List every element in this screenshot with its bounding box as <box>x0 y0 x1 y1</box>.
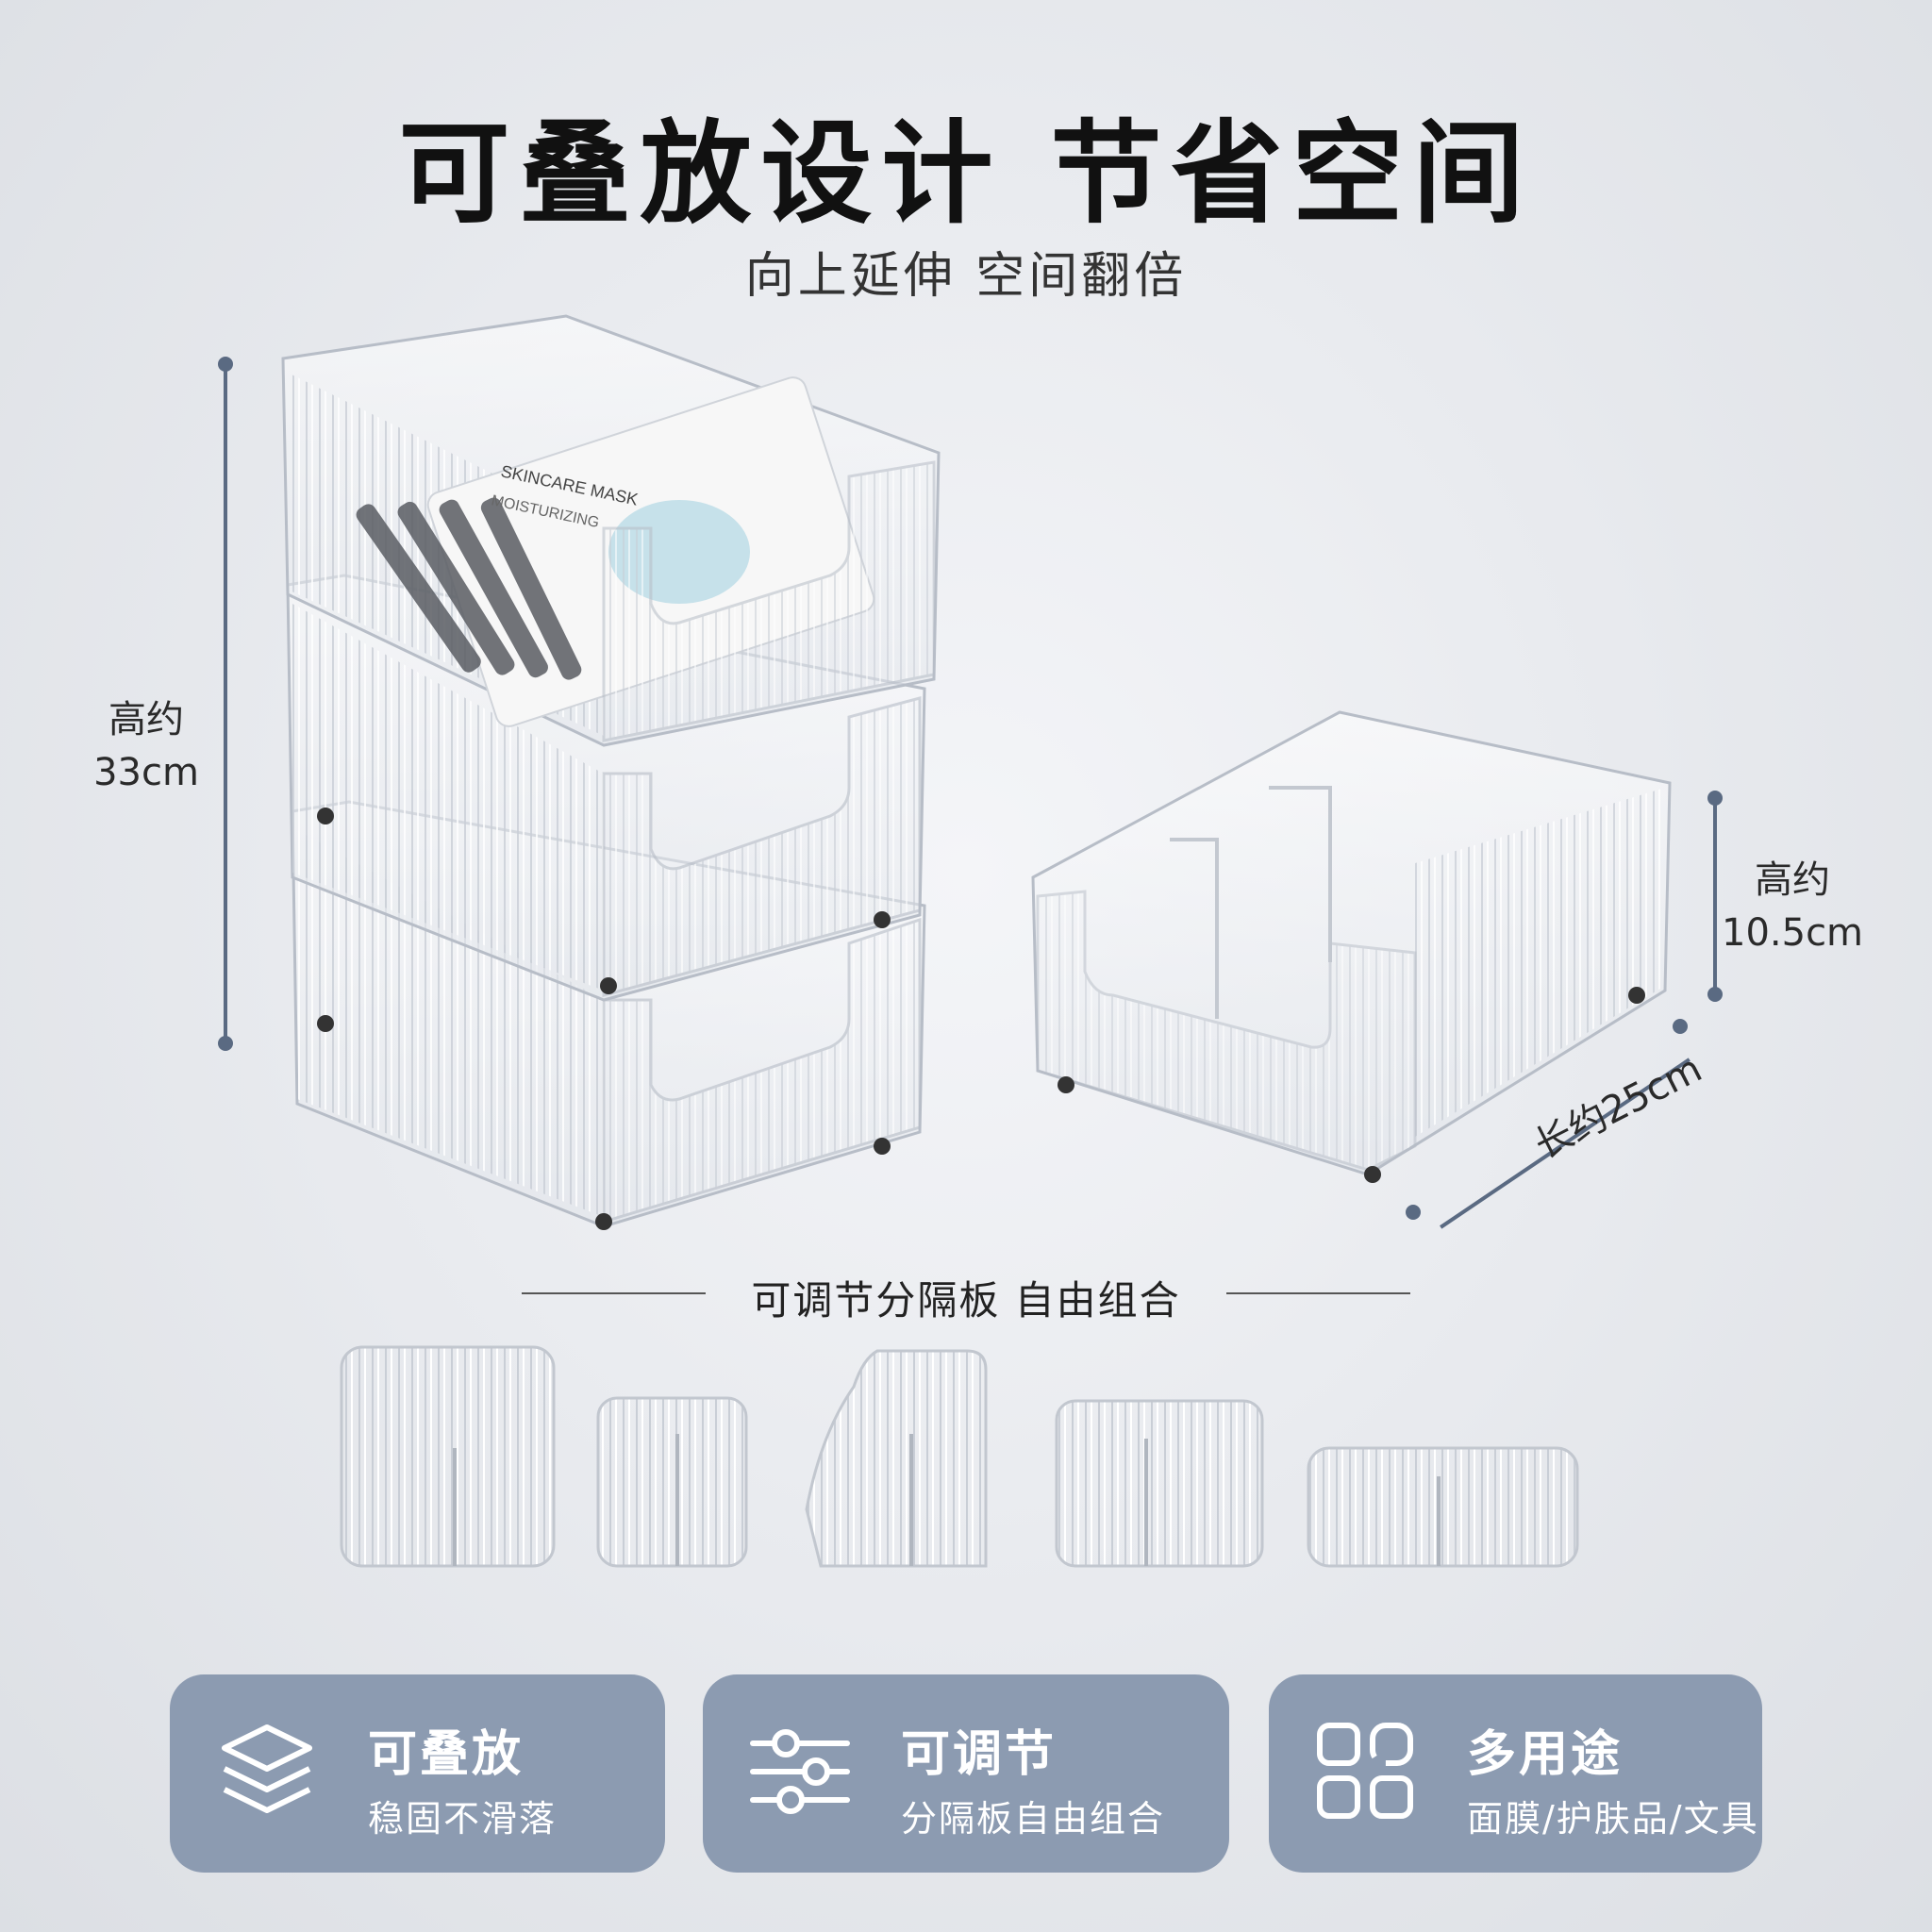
feature-card-adjustable: 可调节 分隔板自由组合 <box>703 1674 1229 1873</box>
stack-height-bottom-dot <box>218 1036 233 1051</box>
length-top-dot <box>1673 1019 1688 1034</box>
grid-icon <box>1317 1723 1413 1819</box>
stacked-boxes: SKINCARE MASK MOISTURIZING <box>281 314 941 1230</box>
sliders-icon <box>750 1729 850 1814</box>
feature-title: 多用途 <box>1467 1726 1624 1783</box>
single-height-bottom-dot <box>1707 987 1723 1002</box>
single-box <box>1031 710 1672 1183</box>
divider-panel-2 <box>596 1396 748 1568</box>
feature-subtitle: 分隔板自由组合 <box>901 1798 1166 1840</box>
feature-subtitle: 稳固不滑落 <box>368 1798 558 1840</box>
length-bottom-dot <box>1406 1205 1421 1220</box>
divider-title-line-right <box>1226 1292 1410 1294</box>
divider-panel-4 <box>1055 1399 1264 1568</box>
single-height-value: 10.5cm <box>1722 911 1864 955</box>
feature-subtitle: 面膜/护肤品/文具 <box>1467 1798 1759 1840</box>
stack-box-top: SKINCARE MASK MOISTURIZING <box>281 314 941 747</box>
divider-panels <box>340 1345 1579 1568</box>
divider-panel-1 <box>340 1345 556 1568</box>
single-height-line <box>1713 798 1717 994</box>
stack-height-label: 高约 33cm <box>85 693 208 799</box>
divider-section-title: 可调节分隔板 自由组合 <box>751 1277 1181 1324</box>
stack-height-label-text: 高约 <box>108 698 184 741</box>
divider-panel-3 <box>805 1349 988 1568</box>
page-subtitle: 向上延伸 空间翻倍 <box>744 248 1188 305</box>
layers-icon <box>222 1724 312 1813</box>
divider-panel-5 <box>1307 1446 1579 1568</box>
feature-title: 可调节 <box>901 1726 1058 1783</box>
single-height-label-text: 高约 <box>1755 858 1830 902</box>
divider-title-line-left <box>522 1292 706 1294</box>
feature-card-stackable: 可叠放 稳固不滑落 <box>170 1674 665 1873</box>
stack-height-value: 33cm <box>93 751 199 794</box>
single-height-label: 高约 10.5cm <box>1722 854 1863 959</box>
feature-title: 可叠放 <box>368 1726 525 1783</box>
page-title: 可叠放设计 节省空间 <box>398 108 1534 239</box>
stack-height-line <box>224 364 227 1043</box>
feature-card-multipurpose: 多用途 面膜/护肤品/文具 <box>1269 1674 1762 1873</box>
